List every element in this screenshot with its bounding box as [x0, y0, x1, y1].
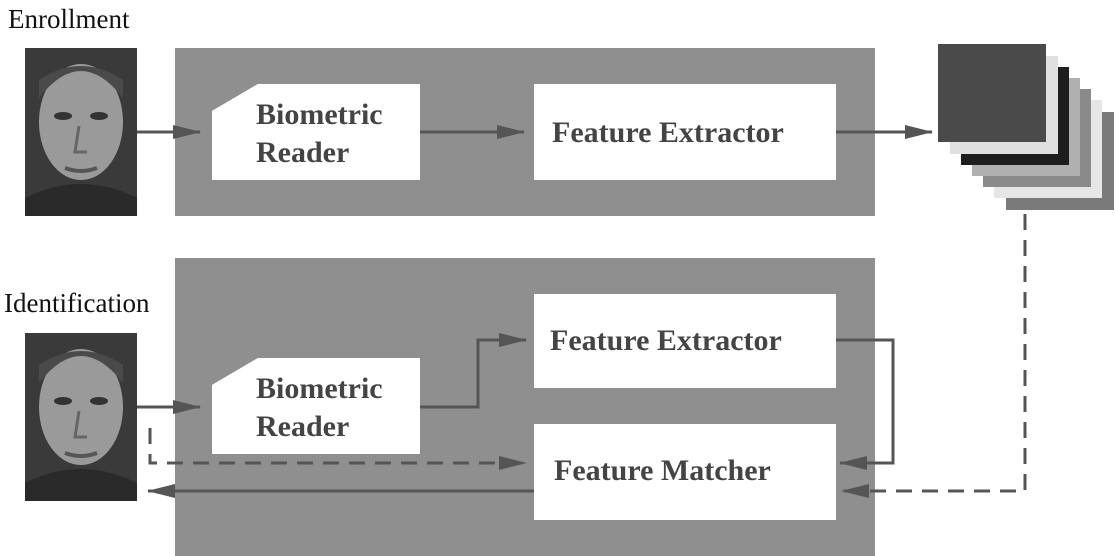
- identification-reader-label-line2: Reader: [256, 410, 350, 443]
- enrollment-biometric-reader: Biometric Reader: [212, 84, 420, 180]
- enrollment-reader-label-line2: Reader: [256, 136, 350, 169]
- identification-matcher-label: Feature Matcher: [554, 454, 771, 487]
- enrollment-title: Enrollment: [8, 4, 130, 34]
- enrollment-extractor-label: Feature Extractor: [552, 116, 784, 149]
- identification-feature-matcher: Feature Matcher: [534, 424, 836, 520]
- enrollment-face-photo-icon: [25, 48, 137, 216]
- identification-title: Identification: [4, 288, 150, 318]
- identification-reader-label-line1: Biometric: [256, 372, 383, 405]
- identification-face-photo-icon: [25, 333, 137, 501]
- identification-extractor-label: Feature Extractor: [550, 324, 782, 357]
- enrollment-reader-label-line1: Biometric: [256, 98, 383, 131]
- identification-feature-extractor: Feature Extractor: [534, 294, 836, 388]
- enrollment-feature-extractor: Feature Extractor: [534, 84, 836, 180]
- template-database-icon: [938, 44, 1115, 214]
- identification-biometric-reader: Biometric Reader: [212, 358, 420, 454]
